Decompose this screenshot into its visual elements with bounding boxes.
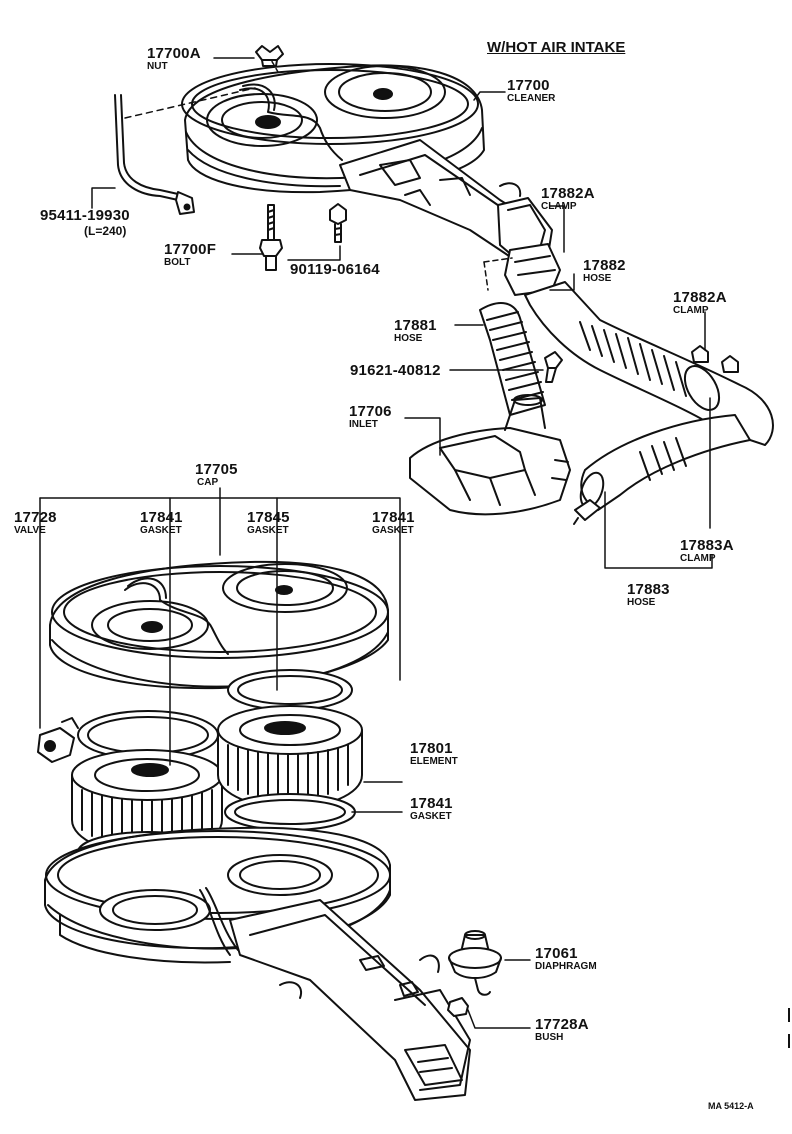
label-17882a-lower: 17882A CLAMP	[673, 289, 727, 316]
bolt-17700f	[259, 204, 283, 271]
label-17841-left: 17841 GASKET	[140, 509, 183, 536]
bush-17728a	[447, 997, 469, 1017]
label-95411-19930: 95411-19930 (L=240)	[40, 207, 130, 238]
label-17728a: 17728A BUSH	[535, 1016, 589, 1043]
diagram-title: W/HOT AIR INTAKE	[487, 39, 626, 56]
label-17801: 17801 ELEMENT	[410, 740, 458, 767]
hose-17882	[524, 281, 774, 446]
label-91621-40812: 91621-40812	[350, 362, 441, 379]
scan-edge-mark	[788, 1034, 790, 1048]
cap-17705	[49, 560, 389, 690]
housing-bottom	[44, 826, 471, 1101]
label-17700: 17700 CLEANER	[507, 77, 556, 104]
label-17061: 17061 DIAPHRAGM	[535, 945, 597, 972]
diaphragm-17061	[448, 930, 502, 996]
bolt-90119-06164	[329, 203, 347, 243]
label-17728: 17728 VALVE	[14, 509, 57, 536]
hose-17883	[579, 414, 751, 511]
label-17705: 17705 CAP	[195, 461, 238, 488]
label-17881: 17881 HOSE	[394, 317, 437, 344]
label-17882: 17882 HOSE	[583, 257, 626, 284]
gasket-17841-lower-right	[224, 793, 356, 831]
label-17706: 17706 INLET	[349, 403, 392, 430]
scan-edge-mark	[788, 1008, 790, 1022]
clamp-17882a-lower	[683, 345, 739, 411]
leader-lines	[39, 57, 713, 1029]
reference-code: MA 5412-A	[708, 1101, 754, 1111]
hose-17881	[479, 302, 546, 416]
label-17841-right: 17841 GASKET	[372, 509, 415, 536]
label-17883a: 17883A CLAMP	[680, 537, 734, 564]
label-17883: 17883 HOSE	[627, 581, 670, 608]
label-17700a: 17700A NUT	[147, 45, 201, 72]
inlet-17706	[409, 394, 571, 516]
label-90119-06164: 90119-06164	[290, 261, 380, 278]
element-17801	[217, 705, 363, 809]
label-17841-lower: 17841 GASKET	[410, 795, 453, 822]
valve-17728	[37, 717, 79, 763]
screw-91621-40812	[544, 351, 563, 383]
gasket-17845	[227, 669, 353, 711]
nut-17700a	[255, 45, 284, 67]
hose-95411-19930	[114, 94, 195, 215]
air-cleaner-assembly-top	[124, 57, 553, 263]
clamp-17883a	[573, 499, 601, 525]
label-17700f: 17700F BOLT	[164, 241, 217, 268]
label-17845: 17845 GASKET	[247, 509, 290, 536]
label-17882a-upper: 17882A CLAMP	[541, 185, 595, 212]
